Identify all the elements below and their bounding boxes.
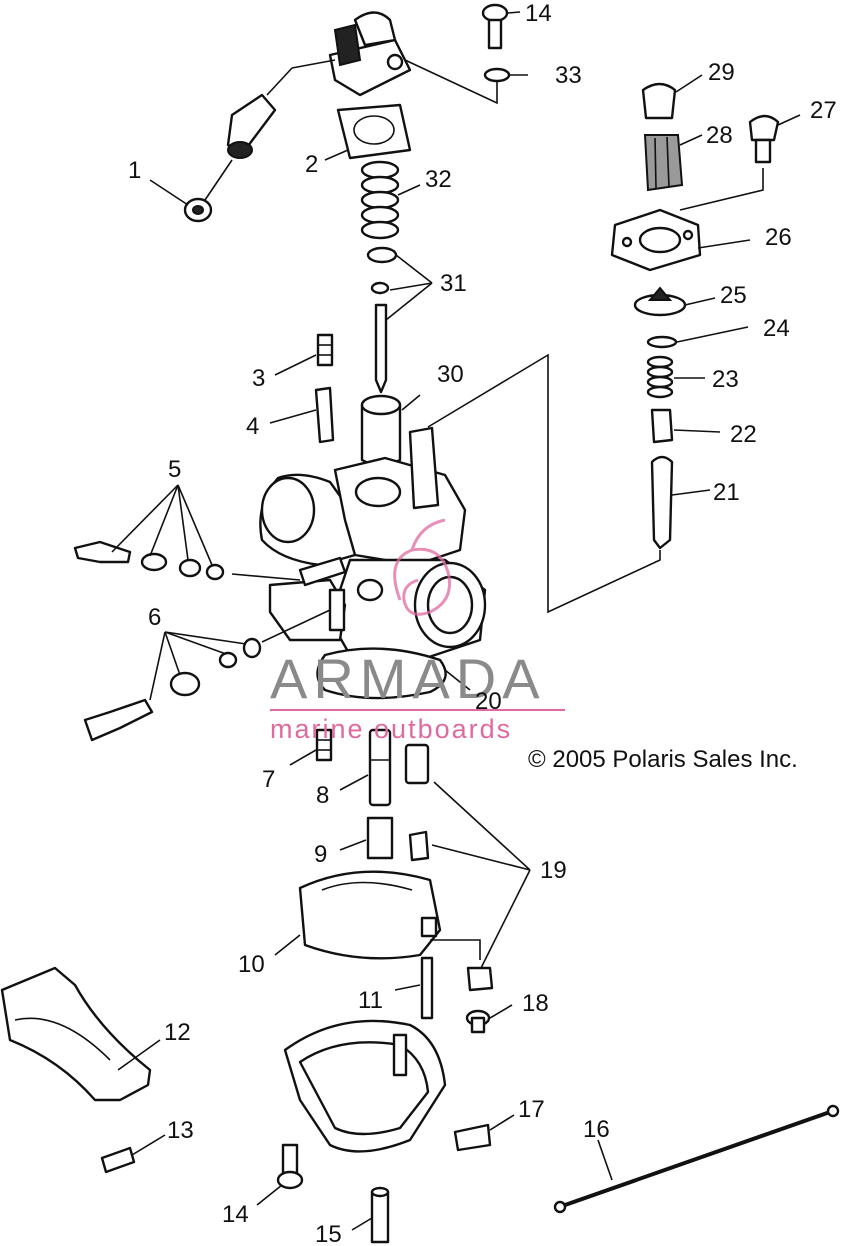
callout-7: 7 — [262, 766, 275, 793]
bracket-12 — [0, 966, 152, 1102]
drain-tube-15 — [370, 1186, 390, 1244]
callout-26: 26 — [765, 224, 792, 251]
clip-washer-31 — [366, 246, 398, 394]
callout-2: 2 — [305, 151, 318, 178]
callout-24: 24 — [763, 315, 790, 342]
callout-18: 18 — [522, 990, 549, 1017]
callout-29: 29 — [708, 59, 735, 86]
watermark-tagline: marine outboards — [270, 714, 512, 744]
callout-16: 16 — [583, 1116, 610, 1143]
callout-27: 27 — [810, 97, 837, 124]
screw-14-bottom — [276, 1143, 304, 1190]
screw-18 — [465, 1009, 491, 1034]
watermark: ARMADA marine outboards — [270, 518, 565, 744]
callout-5: 5 — [168, 456, 181, 483]
pin-11 — [420, 956, 434, 1020]
cable-16 — [553, 1104, 840, 1214]
callout-17: 17 — [518, 1096, 545, 1123]
callout-1: 1 — [128, 157, 141, 184]
callout-12: 12 — [164, 1019, 191, 1046]
callout-14-top: 14 — [525, 0, 552, 27]
jet-7 — [315, 728, 333, 762]
callout-3: 3 — [252, 365, 265, 392]
watermark-logo-swirl — [393, 518, 451, 616]
screw-assembly-5 — [73, 540, 225, 581]
gasket-2 — [336, 103, 412, 160]
callout-21: 21 — [713, 479, 740, 506]
callout-14-bottom: 14 — [222, 1201, 249, 1228]
callout-15: 15 — [315, 1221, 342, 1246]
spring-23 — [646, 355, 674, 399]
fuel-filter — [226, 93, 277, 159]
nipple-3 — [316, 333, 334, 367]
seat-22 — [650, 408, 674, 444]
carburetor-body — [259, 426, 487, 662]
screw-14-top — [481, 3, 509, 50]
callout-19: 19 — [540, 857, 567, 884]
oring-24 — [646, 335, 678, 349]
screw-27 — [748, 114, 780, 164]
callout-10: 10 — [238, 951, 265, 978]
watermark-brand: ARMADA — [270, 647, 546, 710]
callout-32: 32 — [425, 166, 452, 193]
float-bowl — [283, 1019, 447, 1153]
clip-13 — [100, 1146, 136, 1174]
callout-6: 6 — [148, 604, 161, 631]
needle-21 — [650, 455, 674, 550]
callout-25: 25 — [720, 282, 747, 309]
float-needle-19b — [408, 830, 430, 862]
callout-13: 13 — [167, 1117, 194, 1144]
callout-22: 22 — [730, 421, 757, 448]
callout-30: 30 — [437, 361, 464, 388]
plug-19c — [466, 966, 494, 992]
callout-8: 8 — [316, 782, 329, 809]
nozzle-8 — [368, 728, 392, 807]
copyright-text: © 2005 Polaris Sales Inc. — [528, 746, 798, 773]
callout-28: 28 — [706, 122, 733, 149]
callout-23: 23 — [712, 366, 739, 393]
screw-17 — [453, 1123, 492, 1152]
float-10 — [298, 870, 442, 960]
callout-20: 20 — [475, 688, 502, 715]
cap-29 — [641, 82, 677, 120]
washer-33 — [483, 67, 511, 83]
main-jet-9 — [366, 816, 394, 860]
callout-9: 9 — [314, 841, 327, 868]
throttle-valve-30 — [360, 394, 402, 467]
cover-26 — [610, 208, 702, 272]
callout-33: 33 — [555, 62, 582, 89]
callout-4: 4 — [246, 413, 259, 440]
gasket-20 — [316, 647, 447, 700]
screw-assembly-6 — [83, 637, 262, 742]
diaphragm-25 — [633, 286, 687, 317]
callout-11: 11 — [358, 987, 383, 1014]
spring-32 — [360, 160, 400, 240]
pilot-jet-19a — [404, 743, 430, 785]
fuel-inlet-elbow — [328, 11, 412, 97]
tube-4 — [314, 386, 335, 444]
washer-1 — [183, 197, 213, 223]
adjuster-28 — [643, 134, 684, 192]
callout-31: 31 — [440, 270, 467, 297]
